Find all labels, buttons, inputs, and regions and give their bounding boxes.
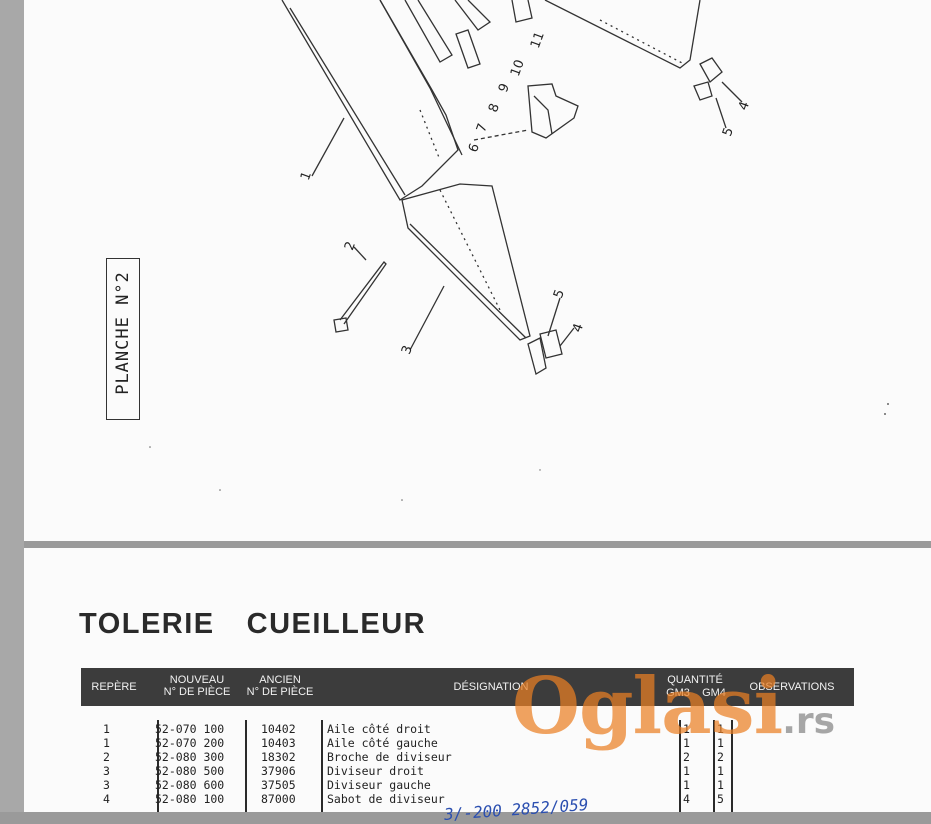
plate-label-box: PLANCHE N°2 — [106, 258, 140, 420]
watermark-logo: Oglasi.rs — [512, 668, 835, 746]
cell-nouveau: 52-080 600 — [155, 778, 225, 792]
table-header: REPÈRE NOUVEAU N° DE PIÈCE ANCIEN N° DE … — [81, 668, 854, 706]
cell-repere: 4 — [103, 792, 110, 806]
cell-designation: Diviseur gauche — [327, 778, 431, 792]
table-row: 1 52-070 200 10403 Aile côté gauche 1 1 — [81, 736, 854, 750]
cell-designation: Aile côté droit — [327, 722, 431, 736]
column-divider — [679, 720, 681, 812]
cell-gm4: 1 — [717, 764, 724, 778]
column-divider — [731, 720, 733, 812]
section-title: TOLERIE CUEILLEUR — [79, 608, 426, 641]
cell-designation: Aile côté gauche — [327, 736, 438, 750]
cell-nouveau: 52-080 500 — [155, 764, 225, 778]
cell-gm3: 1 — [683, 778, 690, 792]
cell-gm3: 1 — [683, 722, 690, 736]
cell-designation: Sabot de diviseur — [327, 792, 445, 806]
cell-gm4: 1 — [717, 778, 724, 792]
table-row: 3 52-080 500 37906 Diviseur droit 1 1 — [81, 764, 854, 778]
exploded-drawing: 1 2 3 4 5 6 7 8 9 10 11 4 5 — [149, 0, 889, 501]
header-ancien: ANCIEN N° DE PIÈCE — [246, 674, 314, 698]
cell-designation: Broche de diviseur — [327, 750, 452, 764]
cell-repere: 3 — [103, 764, 110, 778]
callout-8: 8 — [486, 102, 503, 115]
plate-label: PLANCHE N°2 — [113, 271, 133, 395]
parts-table-body: 1 52-070 100 10402 Aile côté droit 1 1 1… — [81, 720, 854, 812]
cell-gm4: 5 — [717, 792, 724, 806]
cell-nouveau: 52-070 100 — [155, 722, 225, 736]
cell-gm3: 1 — [683, 764, 690, 778]
callout-10: 10 — [508, 58, 528, 79]
cell-gm4: 1 — [717, 736, 724, 750]
cell-designation: Diviseur droit — [327, 764, 424, 778]
scanner-edge-shadow — [0, 0, 24, 812]
cell-ancien: 10403 — [261, 736, 296, 750]
cell-repere: 3 — [103, 778, 110, 792]
column-divider — [713, 720, 715, 812]
cell-gm3: 4 — [683, 792, 690, 806]
table-row: 2 52-080 300 18302 Broche de diviseur 2 … — [81, 750, 854, 764]
callout-6: 6 — [466, 142, 483, 155]
cell-gm3: 1 — [683, 736, 690, 750]
header-nouveau: NOUVEAU N° DE PIÈCE — [163, 674, 231, 698]
cell-gm4: 2 — [717, 750, 724, 764]
cell-ancien: 87000 — [261, 792, 296, 806]
cell-ancien: 10402 — [261, 722, 296, 736]
watermark-brand: Oglasi — [512, 661, 783, 752]
drawing-page — [24, 0, 931, 541]
cell-gm4: 1 — [717, 722, 724, 736]
column-divider — [157, 720, 159, 812]
header-designation: DÉSIGNATION — [453, 681, 529, 693]
callout-2: 2 — [342, 240, 359, 253]
callout-5b: 5 — [720, 126, 737, 139]
cell-ancien: 18302 — [261, 750, 296, 764]
callout-11: 11 — [528, 30, 548, 51]
cell-repere: 2 — [103, 750, 110, 764]
table-row: 3 52-080 600 37505 Diviseur gauche 1 1 — [81, 778, 854, 792]
cell-repere: 1 — [103, 722, 110, 736]
callout-1: 1 — [298, 170, 315, 183]
cell-nouveau: 52-080 300 — [155, 750, 225, 764]
callout-7: 7 — [474, 122, 491, 135]
header-quantite: QUANTITÉ — [667, 674, 723, 686]
callout-9: 9 — [496, 82, 513, 95]
column-divider — [245, 720, 247, 812]
section-title-word2: CUEILLEUR — [246, 608, 427, 640]
callout-3: 3 — [399, 344, 416, 357]
cell-ancien: 37906 — [261, 764, 296, 778]
callout-4b: 4 — [736, 100, 753, 113]
watermark-tld: .rs — [782, 701, 836, 742]
cell-gm3: 2 — [683, 750, 690, 764]
header-gm4: GM4 — [702, 687, 726, 699]
callout-5: 5 — [551, 288, 568, 301]
callout-4: 4 — [570, 322, 587, 335]
header-gm3: GM3 — [666, 687, 690, 699]
table-row: 4 52-080 100 87000 Sabot de diviseur 4 5 — [81, 792, 854, 806]
cell-repere: 1 — [103, 736, 110, 750]
cell-nouveau: 52-080 100 — [155, 792, 225, 806]
cell-nouveau: 52-070 200 — [155, 736, 225, 750]
cell-ancien: 37505 — [261, 778, 296, 792]
section-title-word1: TOLERIE — [79, 608, 215, 640]
column-divider — [321, 720, 323, 812]
header-repere: REPÈRE — [91, 681, 137, 693]
table-row: 1 52-070 100 10402 Aile côté droit 1 1 — [81, 722, 854, 736]
header-observations: OBSERVATIONS — [749, 681, 835, 693]
